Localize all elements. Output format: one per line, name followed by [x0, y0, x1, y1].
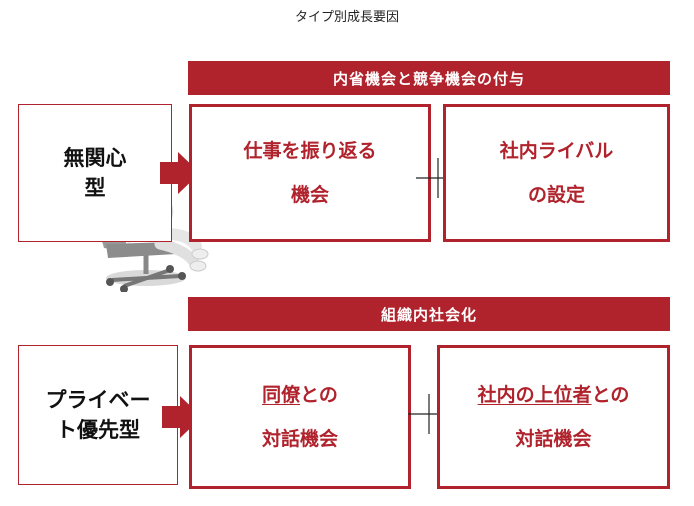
underlined-text: 同僚: [262, 384, 301, 406]
box-line: 対話機会: [515, 428, 592, 450]
type-apathetic-label: 無関心 型: [18, 104, 172, 242]
box-line: 機会: [290, 184, 329, 206]
type-label-line: ト優先型: [56, 418, 140, 442]
row1-banner: 内省機会と競争機会の付与: [188, 61, 670, 95]
type-private-first-label: プライベー ト優先型: [18, 345, 178, 485]
internal-rival-box: 社内ライバル の設定: [443, 104, 670, 242]
box-line: 社内の上位者との: [478, 373, 630, 417]
plain-text: との: [591, 384, 630, 406]
plain-text: との: [300, 384, 338, 406]
type-label-line: 型: [84, 176, 106, 200]
type-label-line: プライベー: [45, 388, 151, 412]
diagram-title: タイプ別成長要因: [294, 10, 399, 25]
reflection-opportunity-box: 仕事を振り返る 機会: [189, 104, 431, 242]
box-line: 同僚との: [262, 373, 338, 417]
box-line: の設定: [527, 184, 585, 206]
box-line: 仕事を振り返る: [243, 140, 377, 162]
underlined-text: 社内の上位者: [477, 384, 592, 406]
peer-dialogue-box: 同僚との 対話機会: [189, 345, 411, 489]
type-label-line: 無関心: [63, 146, 127, 170]
box-line: 対話機会: [261, 428, 338, 450]
box-line: 社内ライバル: [499, 140, 614, 162]
row2-banner: 組織内社会化: [188, 297, 670, 331]
senior-dialogue-box: 社内の上位者との 対話機会: [437, 345, 670, 489]
